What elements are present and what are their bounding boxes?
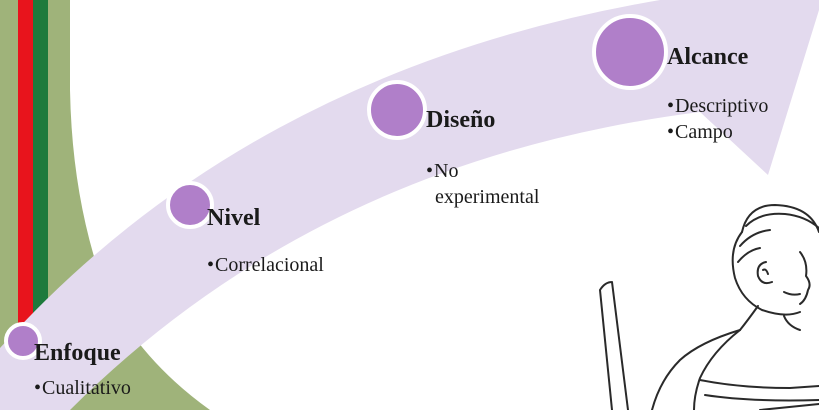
bullet-item: •Descriptivo [667,95,769,117]
step-node-enfoque [4,322,42,360]
step-bullets-nivel: •Correlacional [207,252,324,278]
step-node-nivel [166,181,214,229]
step-title-enfoque: Enfoque [34,340,121,366]
bullet-item: •Correlacional [207,254,324,276]
red-stripe [18,0,33,410]
step-node-diseno [367,80,427,140]
step-title-nivel: Nivel [207,205,261,231]
step-bullets-diseno: •No experimental [426,158,539,210]
bullet-item: •Cualitativo [34,377,131,399]
step-node-alcance [592,14,668,90]
bullet-item: •No experimental [426,160,540,208]
bullet-item: •Campo [667,121,733,143]
step-bullets-alcance: •Descriptivo •Campo [667,93,768,145]
step-title-diseno: Diseño [426,107,496,133]
step-title-alcance: Alcance [667,44,749,70]
step-bullets-enfoque: •Cualitativo [34,375,131,401]
